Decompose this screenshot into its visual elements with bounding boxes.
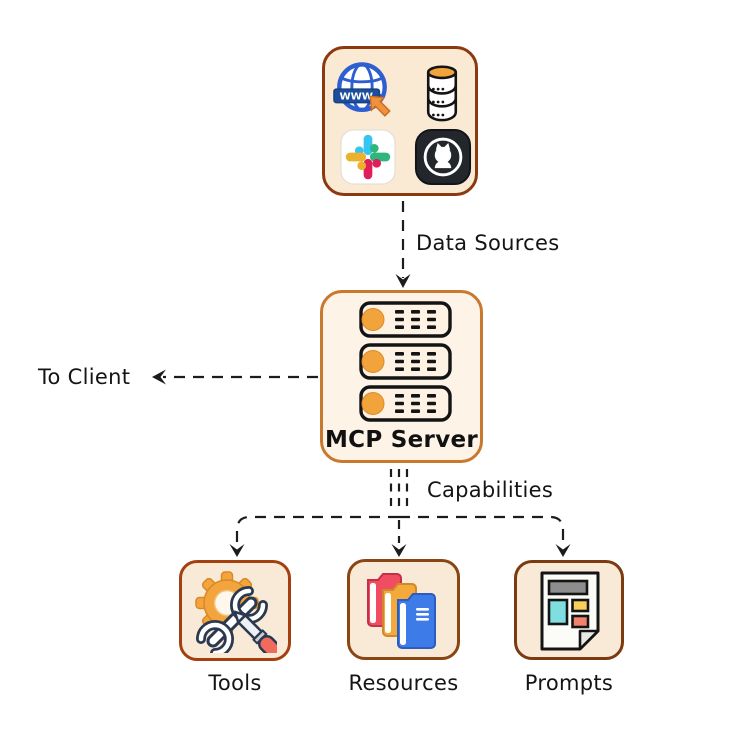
tools-label: Tools (208, 671, 262, 695)
mcp-server-label: MCP Server (324, 427, 479, 453)
resources-box (347, 559, 460, 660)
folders-icon (367, 573, 436, 649)
capabilities-lines (389, 469, 409, 508)
database-icon (426, 65, 458, 122)
prompts-label: Prompts (524, 671, 614, 695)
www-globe-icon: WWW (333, 62, 391, 117)
github-icon (414, 128, 472, 186)
tools-box (179, 560, 291, 661)
resources-label: Resources (348, 671, 459, 695)
branch-connector (229, 515, 571, 557)
document-page-icon (540, 571, 600, 651)
mcp-server-box: MCP Server (320, 290, 483, 463)
data-sources-edge-label: Data Sources (416, 231, 560, 255)
server-stack-icon (359, 301, 452, 422)
to-client-edge-label: To Client (38, 365, 131, 389)
www-text: WWW (339, 92, 373, 103)
prompts-box (514, 560, 624, 660)
data-sources-box: WWW (322, 46, 478, 196)
tools-icon (195, 571, 277, 653)
to-client-arrow (152, 369, 318, 385)
data-sources-arrow (395, 201, 411, 288)
slack-icon (340, 129, 396, 185)
capabilities-edge-label: Capabilities (427, 478, 554, 502)
